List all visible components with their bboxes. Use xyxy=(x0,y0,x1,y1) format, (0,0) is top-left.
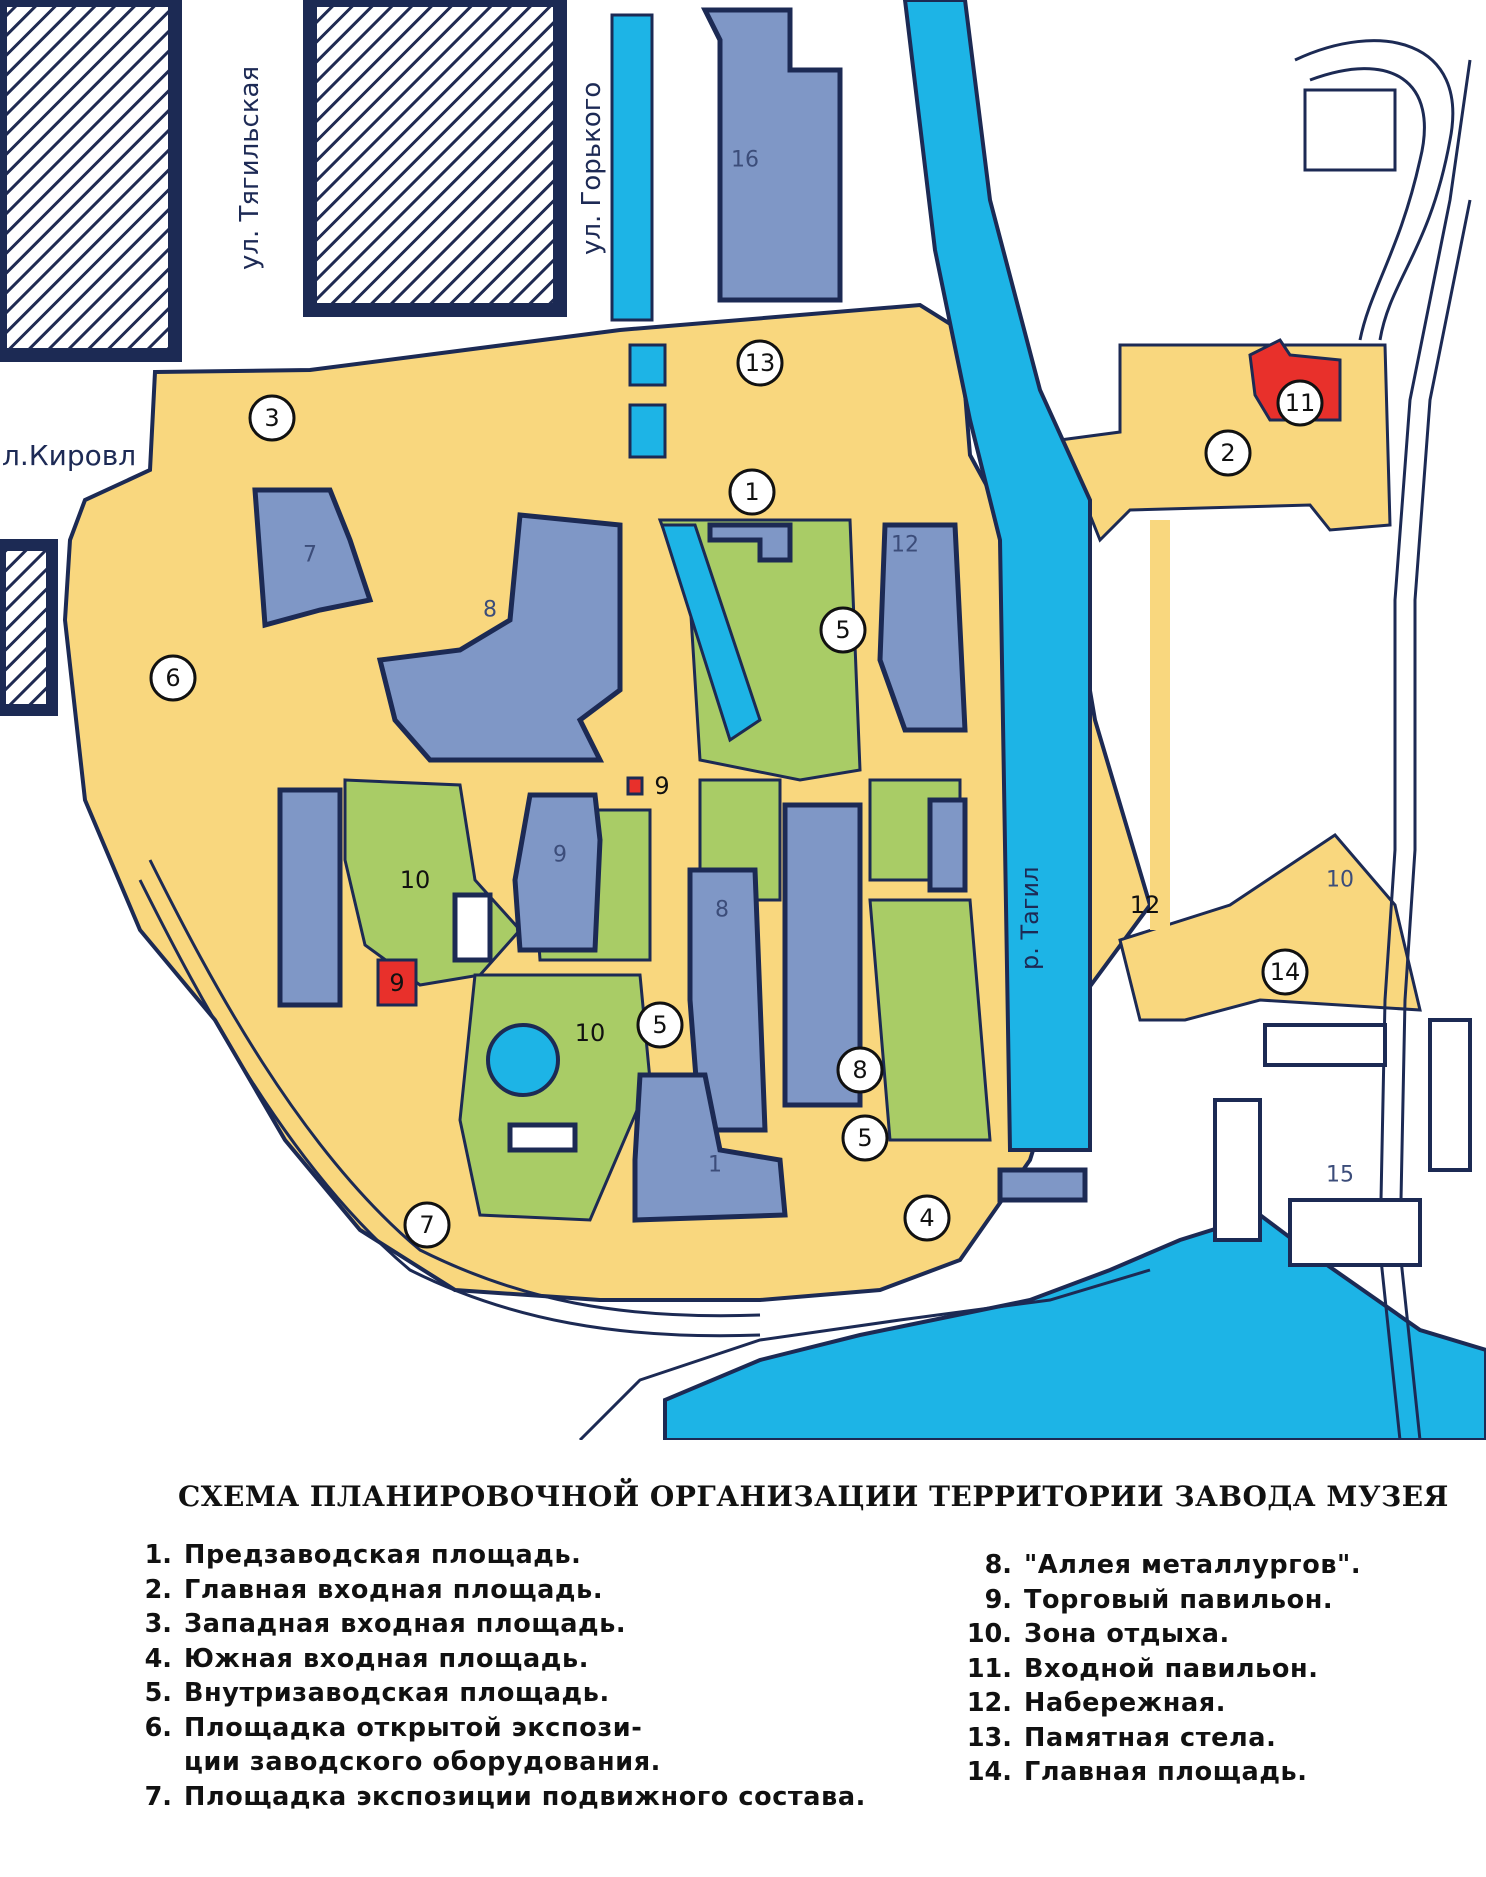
marker-8: 8 xyxy=(836,1046,884,1094)
building-number: 8 xyxy=(715,898,729,923)
street-label-kirova: л.Кировл xyxy=(2,439,136,472)
building-number: 8 xyxy=(483,598,497,623)
legend-item-number: 11. xyxy=(966,1653,1012,1684)
building-number: 16 xyxy=(731,148,759,173)
marker-10b-label: 10 xyxy=(575,1019,606,1047)
legend-item-number: 8. xyxy=(984,1550,1012,1580)
svg-text:7: 7 xyxy=(419,1211,434,1239)
legend-item-number: 12. xyxy=(966,1688,1012,1718)
marker-12-label: 12 xyxy=(1130,891,1161,919)
city-block-n xyxy=(303,0,567,317)
building-numbers: 16 12 7 8 9 8 1 15 10 xyxy=(303,148,1354,1188)
legend-item-number: 9. xyxy=(984,1584,1012,1615)
svg-text:2: 2 xyxy=(1220,439,1235,467)
building-number: 15 xyxy=(1326,1163,1354,1188)
marker-2: 2 xyxy=(1204,429,1252,477)
marker-3: 3 xyxy=(248,394,296,442)
marker-4: 4 xyxy=(903,1194,951,1242)
legend-item-text: Главная площадь. xyxy=(1024,1757,1308,1787)
legend-item-number: 10. xyxy=(966,1619,1012,1649)
marker-5b: 5 xyxy=(636,1001,684,1049)
legend-item-number: 14. xyxy=(966,1757,1012,1787)
legend-item: 8. "Аллея металлургов". xyxy=(958,1548,1478,1583)
legend-item: 2. Главная входная площадь. xyxy=(118,1573,958,1608)
legend-item-number: 5. xyxy=(144,1678,172,1708)
marker-1: 1 xyxy=(728,468,776,516)
legend-item: 9. Торговый павильон. xyxy=(958,1583,1478,1618)
svg-text:13: 13 xyxy=(745,349,776,377)
legend-item-text: Зона отдыха. xyxy=(1024,1619,1230,1649)
map-markers: 1 2 3 4 5 5 5 6 7 8 9 9 10 10 11 12 13 1… xyxy=(149,339,1324,1249)
building-number: 1 xyxy=(708,1153,722,1178)
street-label-gorkogo: ул. Горького xyxy=(577,82,607,255)
legend-item-text: Западная входная площадь. xyxy=(184,1609,627,1639)
legend-column-right: 8. "Аллея металлургов". 9. Торговый павиль… xyxy=(958,1548,1478,1790)
legend-item-text: "Аллея металлургов". xyxy=(1024,1550,1362,1580)
svg-text:6: 6 xyxy=(165,664,180,692)
svg-text:1: 1 xyxy=(744,478,759,506)
legend-item: 3. Западная входная площадь. xyxy=(118,1607,958,1642)
city-block-w xyxy=(0,539,58,716)
legend-item-text: Площадка открытой экспози- ции заводског… xyxy=(184,1712,661,1778)
legend-item: 14. Главная площадь. xyxy=(958,1755,1478,1790)
building-number: 12 xyxy=(891,533,919,558)
marker-6: 6 xyxy=(149,654,197,702)
legend-item: 10. Зона отдыха. xyxy=(958,1617,1478,1652)
legend-item: 11. Входной павильон. xyxy=(958,1652,1478,1687)
legend-item: 13. Памятная стела. xyxy=(958,1721,1478,1756)
legend-column-left: 1. Предзаводская площадь. 2. Главная входн… xyxy=(118,1538,958,1814)
svg-text:3: 3 xyxy=(264,404,279,432)
legend-item-number: 13. xyxy=(966,1722,1012,1753)
building-number: 7 xyxy=(303,543,317,568)
legend-item-number: 2. xyxy=(144,1574,172,1605)
building-number: 9 xyxy=(553,843,567,868)
svg-text:5: 5 xyxy=(857,1124,872,1152)
legend-item-number: 7. xyxy=(144,1781,172,1812)
legend-item: 12. Набережная. xyxy=(958,1686,1478,1721)
legend-item-text: Южная входная площадь. xyxy=(184,1643,589,1674)
city-block-nw xyxy=(0,0,182,362)
legend-item-text: Памятная стела. xyxy=(1024,1722,1277,1753)
buildings xyxy=(252,7,1472,1267)
marker-5c: 5 xyxy=(841,1114,889,1162)
museum-site-map: ул. Тягильская ул. Горького л.Кировл р. … xyxy=(0,0,1486,1440)
legend-item: 7. Площадка экспозиции подвижного состава… xyxy=(118,1780,958,1815)
legend-item-text: Внутризаводская площадь. xyxy=(184,1678,610,1708)
marker-13: 13 xyxy=(736,339,784,387)
legend-item-text: Главная входная площадь. xyxy=(184,1574,604,1605)
city-blocks xyxy=(0,0,567,716)
river-label-tagil: р. Тагил xyxy=(1016,867,1044,970)
building-number: 10 xyxy=(1326,868,1354,893)
marker-9-label: 9 xyxy=(654,772,669,800)
legend-item-number: 4. xyxy=(144,1643,172,1674)
svg-text:11: 11 xyxy=(1285,389,1316,417)
svg-text:4: 4 xyxy=(919,1204,934,1232)
marker-10-label: 10 xyxy=(400,866,431,894)
legend-item-text: Торговый павильон. xyxy=(1024,1584,1334,1615)
marker-11: 11 xyxy=(1276,379,1324,427)
legend-item-text: Входной павильон. xyxy=(1024,1653,1319,1684)
legend-item-text: Площадка экспозиции подвижного состава. xyxy=(184,1781,866,1812)
marker-5a: 5 xyxy=(819,606,867,654)
legend-item-number: 6. xyxy=(144,1712,172,1743)
svg-text:5: 5 xyxy=(835,616,850,644)
legend-item-number: 3. xyxy=(144,1609,172,1639)
legend-item-text: Предзаводская площадь. xyxy=(184,1540,582,1570)
legend-item: 1. Предзаводская площадь. xyxy=(118,1538,958,1573)
svg-text:8: 8 xyxy=(852,1056,867,1084)
water-bodies xyxy=(486,0,1486,1440)
svg-text:5: 5 xyxy=(652,1011,667,1039)
legend-item-text: Набережная. xyxy=(1024,1688,1227,1718)
marker-14: 14 xyxy=(1261,948,1309,996)
legend: СХЕМА ПЛАНИРОВОЧНОЙ ОРГАНИЗАЦИИ ТЕРРИТОР… xyxy=(0,1470,1486,1877)
legend-item: 5. Внутризаводская площадь. xyxy=(118,1676,958,1711)
legend-item: 6. Площадка открытой экспози- ции заводск… xyxy=(118,1711,958,1780)
marker-9-pavilion-label: 9 xyxy=(389,969,404,997)
legend-title: СХЕМА ПЛАНИРОВОЧНОЙ ОРГАНИЗАЦИИ ТЕРРИТОР… xyxy=(178,1480,1449,1513)
svg-text:14: 14 xyxy=(1270,958,1301,986)
street-label-tyagilskaya: ул. Тягильская xyxy=(235,66,265,270)
legend-item: 4. Южная входная площадь. xyxy=(118,1642,958,1677)
marker-7: 7 xyxy=(403,1201,451,1249)
legend-item-number: 1. xyxy=(144,1540,172,1570)
